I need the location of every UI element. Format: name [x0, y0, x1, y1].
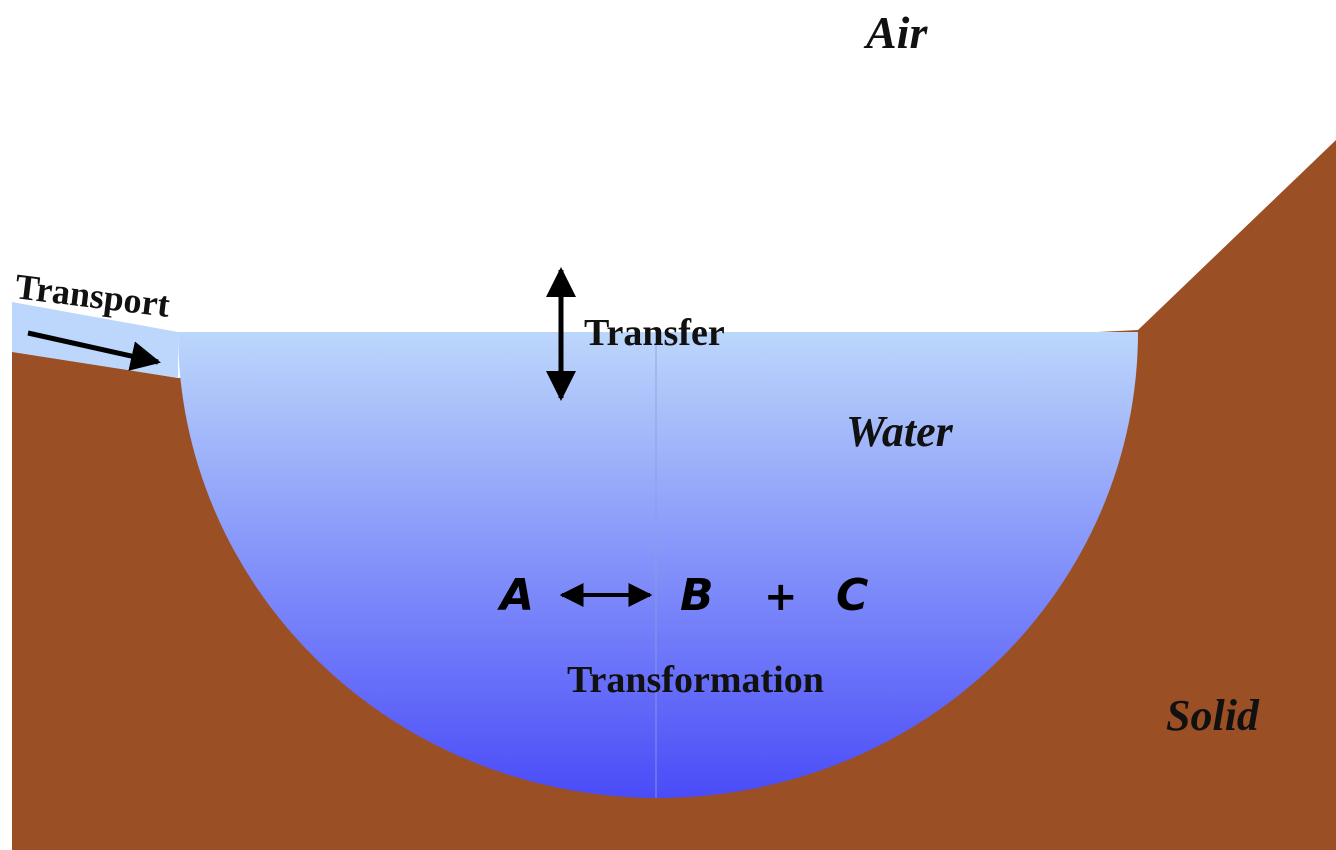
solid-label: Solid	[1166, 691, 1260, 740]
species-a: A	[497, 570, 534, 621]
transport-arrow	[27, 330, 161, 371]
air-label: Air	[863, 7, 928, 58]
water-compartment	[178, 332, 1138, 798]
transfer-label: Transfer	[584, 312, 725, 354]
plus-sign: +	[764, 574, 798, 620]
transformation-label: Transformation	[567, 659, 824, 701]
species-c: C	[836, 570, 868, 621]
water-label: Water	[846, 407, 954, 456]
species-b: B	[680, 570, 714, 621]
